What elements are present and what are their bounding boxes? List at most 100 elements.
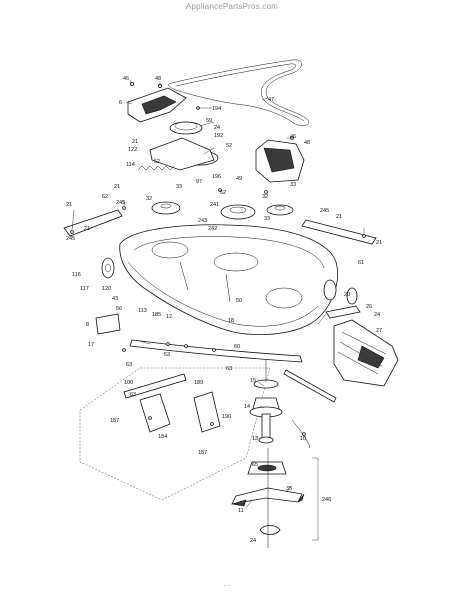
belt-cover-right[interactable]	[255, 139, 305, 183]
mandrel-pulley-right[interactable]	[266, 204, 294, 216]
callout-49: 49	[236, 176, 242, 182]
assembly-bracket-246	[312, 457, 319, 541]
bracket-left[interactable]	[95, 313, 121, 335]
callout-33: 33	[290, 182, 296, 188]
callout-35: 35	[286, 486, 292, 492]
spindle-cable[interactable]	[291, 419, 311, 449]
mandrel-pulley-left[interactable]	[151, 201, 181, 215]
callout-52: 52	[154, 159, 160, 165]
callout-20: 20	[344, 292, 350, 298]
drive-belt-inner	[175, 63, 305, 122]
callout-114: 114	[126, 162, 135, 168]
callout-10: 10	[300, 436, 306, 442]
front-hanger-left[interactable]	[63, 209, 123, 237]
callout-60: 60	[234, 344, 240, 350]
callout-27: 27	[376, 328, 382, 334]
callout-63: 63	[226, 366, 232, 372]
callout-47: 47	[268, 97, 274, 103]
callout-24: 24	[250, 538, 256, 544]
callout-21: 21	[114, 184, 120, 190]
drive-belt[interactable]	[168, 59, 310, 126]
callout-33: 33	[264, 216, 270, 222]
callout-187: 187	[110, 418, 119, 424]
callout-185: 185	[152, 312, 161, 318]
callout-12: 12	[166, 314, 172, 320]
callout-33: 33	[176, 184, 182, 190]
callout-187: 187	[198, 450, 207, 456]
callout-63: 63	[130, 392, 136, 398]
callout-21: 21	[336, 214, 342, 220]
rear-rod-right[interactable]	[283, 369, 337, 403]
callout-43: 43	[112, 296, 118, 302]
callout-62: 62	[102, 194, 108, 200]
gauge-wheel-right[interactable]	[323, 279, 358, 305]
callout-192: 192	[214, 133, 223, 139]
page-footer-mark: - -	[224, 583, 230, 589]
baffle-bar[interactable]	[129, 339, 303, 363]
hardware-inset-box	[79, 367, 271, 501]
callout-52: 52	[220, 190, 226, 196]
callout-46: 46	[123, 76, 129, 82]
deck-housing[interactable]	[119, 224, 338, 335]
callout-15: 15	[250, 378, 256, 384]
callout-53: 53	[164, 352, 170, 358]
callout-196: 196	[212, 174, 221, 180]
callout-189: 189	[194, 380, 203, 386]
spindle-housing[interactable]	[249, 379, 283, 444]
part-callouts: 46 48 47 6 194 59 24 192 52 21 122 52 11…	[66, 76, 382, 544]
callout-21: 21	[84, 226, 90, 232]
callout-243: 243	[198, 218, 207, 224]
mandrel-pulley-center[interactable]	[220, 204, 256, 220]
discharge-chute[interactable]	[333, 319, 399, 387]
front-hanger-right[interactable]	[301, 219, 377, 245]
chute-deflector-bar[interactable]	[325, 305, 361, 319]
callout-100: 100	[124, 380, 133, 386]
idler-arm[interactable]	[149, 137, 215, 171]
callout-46: 46	[290, 134, 296, 140]
leader-lines	[71, 79, 365, 509]
callout-13: 13	[252, 436, 258, 442]
callout-63: 63	[126, 362, 132, 368]
callout-246: 246	[322, 497, 331, 503]
callout-194: 194	[212, 106, 221, 112]
callout-24: 24	[214, 125, 220, 131]
callout-113: 113	[138, 308, 147, 314]
callout-245: 245	[320, 208, 329, 214]
stabilizer-rod[interactable]	[123, 373, 187, 399]
callout-11: 11	[238, 508, 244, 514]
callout-59: 59	[206, 118, 212, 124]
callout-17: 17	[88, 342, 94, 348]
callout-6: 6	[119, 100, 122, 106]
gauge-wheel-left[interactable]	[101, 257, 115, 279]
callout-32: 32	[146, 196, 152, 202]
callout-61: 61	[358, 260, 364, 266]
callout-97: 97	[196, 179, 202, 185]
callout-116: 116	[72, 272, 81, 278]
hanger-bracket-left[interactable]	[139, 393, 171, 433]
blade[interactable]	[231, 487, 305, 507]
watermark: AppliancePartsPros.com	[186, 2, 278, 11]
callout-241: 241	[210, 202, 219, 208]
callout-26: 26	[366, 304, 372, 310]
callout-48: 48	[304, 140, 310, 146]
blade-washer[interactable]	[259, 525, 281, 535]
callout-21: 21	[132, 139, 138, 145]
callout-120: 120	[102, 286, 111, 292]
callout-50: 50	[236, 298, 242, 304]
callout-184: 184	[158, 434, 167, 440]
callout-32: 32	[262, 194, 268, 200]
belt-cover-left[interactable]	[127, 87, 187, 123]
callout-48: 48	[155, 76, 161, 82]
callout-65: 65	[252, 462, 258, 468]
hanger-bracket-right[interactable]	[193, 391, 221, 433]
callout-122: 122	[128, 147, 137, 153]
callout-190: 190	[222, 414, 231, 420]
callout-245: 245	[66, 236, 75, 242]
callout-56: 56	[116, 306, 122, 312]
blade-adapter[interactable]	[247, 461, 287, 475]
idler-spring[interactable]	[137, 165, 175, 171]
callout-52: 52	[226, 143, 232, 149]
callout-117: 117	[80, 286, 89, 292]
callout-18: 18	[228, 318, 234, 324]
